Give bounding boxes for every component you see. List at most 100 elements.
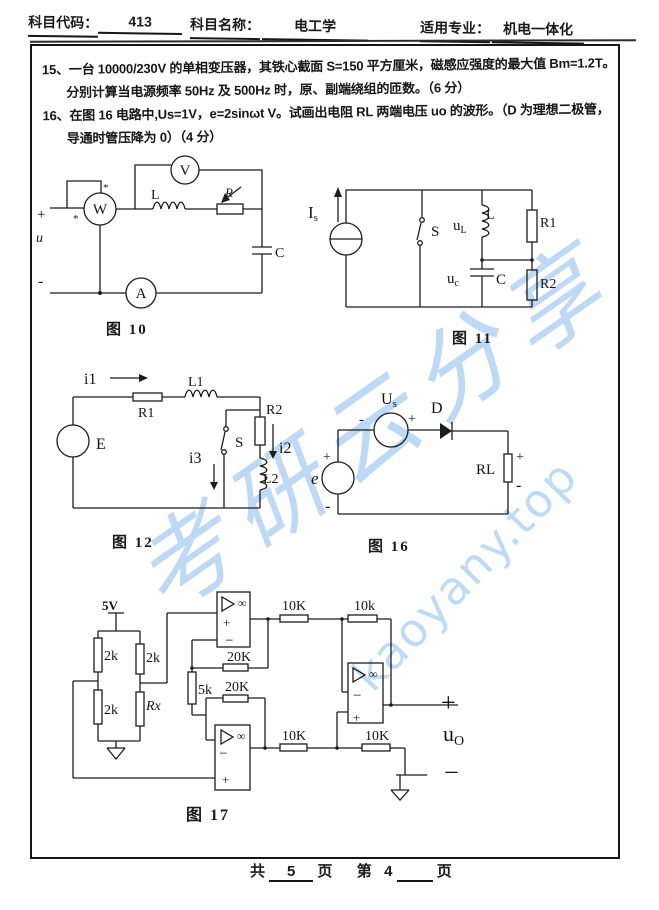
fig17-label-10k-top1: 10K [282,599,306,614]
fig11-label-r1: R1 [540,216,556,231]
fig17-opamp3-infinity: ∞ [369,667,378,681]
fig11-label-is-main: I [308,203,314,222]
fig17-label-20k-lower: 20K [225,680,249,695]
fig10-caption: 图 10 [106,322,148,338]
fig10-rheostat-arrowhead [221,193,230,203]
footer-pages-word-1: 页 [317,863,333,880]
fig11-label-ul-main: u [453,218,461,234]
fig11-label-is: Is [308,203,318,224]
fig12-i3-arrowhead [210,482,218,490]
fig17-opamp1-minus: − [225,633,233,649]
fig10-label-ammeter: A [136,286,147,302]
fig10-label-voltmeter: V [180,163,191,179]
fig17-opamp1-infinity: ∞ [238,596,247,610]
fig16-source-e [321,461,355,495]
content-frame [30,44,620,859]
fig11-label-uc: uc [447,271,460,289]
fig11-resistor-r1 [526,209,538,243]
fig11-resistor-r2 [526,269,538,301]
fig17-output-plus: + [441,688,456,717]
fig17-bridge-resistor-2k-bottomleft [93,689,103,725]
fig11-switch-contact-top [419,217,425,223]
fig17-junction-dot [340,617,344,621]
fig17-opamp2-infinity: ∞ [237,729,246,743]
fig11-label-ul-sub: L [461,225,467,236]
fig17-opamp3-minus: − [353,688,361,704]
fig12-caption: 图 12 [112,535,154,551]
fig17-junction-dot [335,746,339,750]
fig17-resistor-20k-feedback [222,663,249,672]
fig17-caption: 图 17 [186,807,231,824]
fig10-label-rheostat: R [224,185,233,200]
fig17-label-10k-top2: 10k [354,599,375,614]
fig16-label-diode: D [431,400,443,417]
fig10-polarity-mark-1: * [103,182,109,194]
fig12-resistor-r1 [132,392,163,402]
fig11-label-uc-main: u [447,271,455,287]
fig17-label-5v: 5V [102,598,119,613]
fig16-rl-plus: + [516,450,524,465]
fig11-junction-dot [530,258,534,262]
fig17-label-rx: Rx [145,699,162,714]
fig10-polarity-mark-2: * [73,213,79,225]
fig12-label-i2: i2 [279,440,291,457]
fig12-switch-contact-bottom [221,449,227,455]
fig17-output-uo-main: u [443,721,454,746]
fig17-bridge-resistor-2k-topleft [93,637,103,673]
fig17-resistor-20k-lower [222,694,249,703]
fig12-circuit: i1 R1 L1 E S i3 R2 i2 L2 [56,371,291,509]
fig16-diode [440,423,452,439]
fig12-label-l2: L2 [263,472,279,487]
fig12-label-i3: i3 [189,450,201,467]
fig17-opamp3-plus: + [353,710,360,725]
fig10-wattmeter [83,192,117,226]
question-16-line-2: 导通时管压降为 0）（4 分） [66,129,223,146]
fig11-current-arrowhead [334,187,342,197]
fig16-us-minus: - [359,412,364,428]
fig17-opamp3-box [347,662,384,724]
fig16-label-us-main: U [381,391,393,408]
fig12-label-r2: R2 [266,403,282,418]
fig12-label-source: E [96,436,106,453]
footer-current-label: 第 [356,863,372,880]
fig12-i2-arrowhead [269,451,277,459]
fig11-switch-contact-bottom [417,240,423,246]
fig17-output-minus: − [444,758,459,787]
fig17-junction-dot [190,666,194,670]
fig17-label-5k: 5k [198,683,212,698]
fig16-resistor-rl [503,453,513,483]
subject-code-label: 科目代码： [27,11,99,38]
fig12-i1-arrowhead [139,374,148,382]
footer-current-page: 4 [384,863,393,880]
fig17-opamp1-box [216,591,251,648]
fig11-label-r2: R2 [540,277,556,292]
fig16-us-plus: + [408,412,416,427]
fig16-label-us: Us [381,391,397,410]
fig17-opamp2-box [214,724,251,791]
fig12-switch-contact-top [223,426,229,432]
fig10-circuit: W V A + u - L R C * * [36,155,284,309]
fig17-resistor-10k-bottom2 [361,743,391,752]
fig10-voltmeter [170,155,200,185]
fig12-label-l1: L1 [188,375,204,390]
fig10-label-u: u [36,231,43,246]
fig12-label-switch: S [235,435,243,451]
fig16-e-plus: + [323,450,331,465]
fig11-label-capacitor: C [496,272,506,288]
page-footer: 共 5 页 第 4 页 [250,860,452,882]
subject-name-value: 电工学 [261,15,369,42]
fig16-caption: 图 16 [368,539,410,555]
fig11-label-inductor: L [486,208,495,223]
fig17-output-uo-sub: O [454,734,464,749]
fig17-opamp1-triangle [221,595,236,613]
fig17-opamp2-plus: + [222,772,229,787]
fig11-label-switch: S [431,224,439,240]
fig16-e-minus: - [325,498,330,515]
fig10-label-minus: - [38,273,43,290]
fig11-junction-dot [480,258,484,262]
fig12-voltage-source [56,424,90,458]
fig17-resistor-10k-top2 [347,614,378,623]
fig17-bridge-resistor-2k-topright [135,643,145,675]
fig11-circuit: Is S uL L uc C R1 R2 [308,187,556,308]
footer-total-label: 共 [250,863,266,880]
